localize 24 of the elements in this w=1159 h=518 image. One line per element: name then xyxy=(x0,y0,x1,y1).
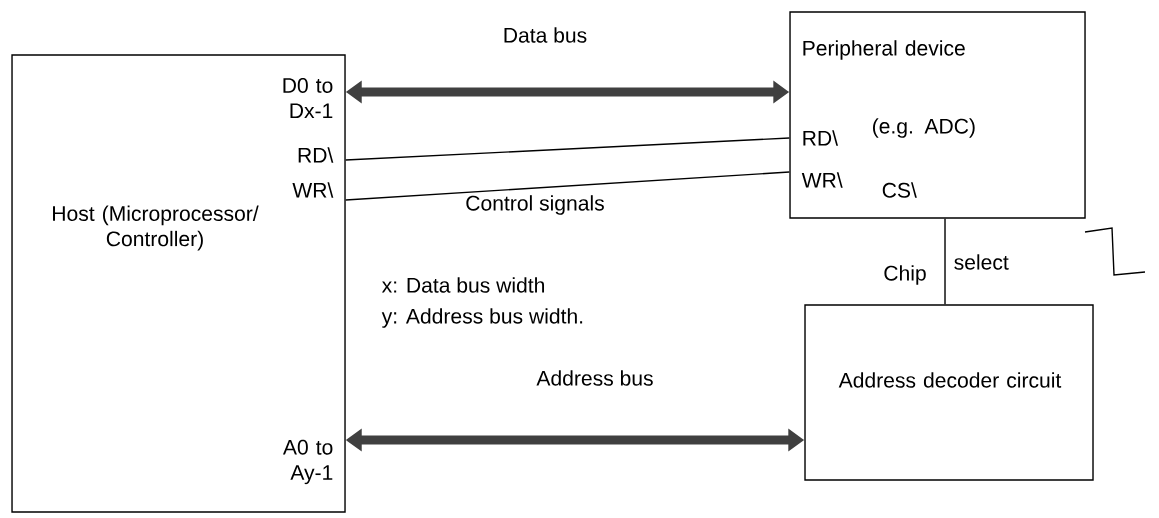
signal-line xyxy=(345,137,791,161)
note-text: Chip xyxy=(884,265,926,285)
box-text: RD\ xyxy=(803,130,838,146)
box-text: D0 to Dx-1 xyxy=(283,78,333,118)
note-text: x: Data bus width xyxy=(381,277,544,293)
signal-line xyxy=(944,218,946,305)
box-text: Peripheral device xyxy=(803,40,965,60)
note-text: select xyxy=(954,254,1009,270)
block-box xyxy=(804,304,1094,481)
box-text: WR\ xyxy=(292,182,334,198)
note-text: Control signals xyxy=(466,195,604,215)
note-text: y: Address bus width. xyxy=(381,308,583,328)
box-text: CS\ xyxy=(882,182,917,198)
box-text: A0 to Ay-1 xyxy=(282,439,333,485)
signal-line xyxy=(345,171,791,201)
edge-label: Address bus xyxy=(535,368,655,388)
box-text: Address decoder circuit xyxy=(838,372,1062,388)
box-text: WR\ xyxy=(801,172,843,188)
box-text: (e.g. ADC) xyxy=(873,118,975,138)
edge-label: Data bus xyxy=(501,25,589,45)
box-text: RD\ xyxy=(298,147,334,163)
block-box xyxy=(789,11,1086,219)
box-text: Host (Microprocessor/ Controller) xyxy=(53,205,259,251)
block-box xyxy=(11,54,346,513)
